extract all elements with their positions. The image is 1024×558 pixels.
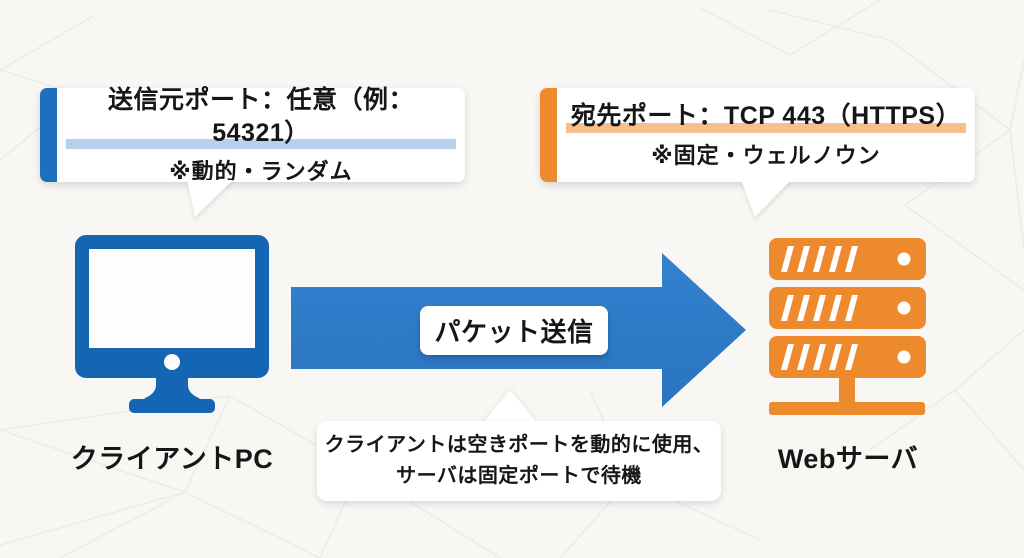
packet-send-label: パケット送信 [420, 306, 608, 355]
web-server-label: Webサーバ [777, 444, 919, 474]
note-text-line2: サーバは固定ポートで待機 [396, 465, 642, 487]
source-port-subtext: ※動的・ランダム [169, 159, 353, 184]
source-port-callout-tail [187, 180, 233, 217]
note-text-line1: クライアントは空きポートを動的に使用、 [324, 434, 714, 456]
dest-port-callout-tail [741, 180, 791, 217]
source-port-text: 送信元ポート：任意（例：54321） [66, 84, 456, 149]
client-pc-label: クライアントPC [70, 444, 274, 474]
note-callout: クライアントは空きポートを動的に使用、 サーバは固定ポートで待機 [317, 421, 721, 501]
source-port-accent-bar [40, 88, 57, 182]
web-server-icon [769, 238, 926, 415]
dest-port-subtext: ※固定・ウェルノウン [651, 142, 881, 168]
note-callout-tail [482, 390, 538, 424]
client-pc-icon [75, 235, 269, 413]
dest-port-text: 宛先ポート：TCP 443（HTTPS） [566, 100, 966, 133]
callout-source-port: 送信元ポート：任意（例：54321） ※動的・ランダム [40, 84, 465, 184]
dest-port-accent-bar [540, 88, 557, 182]
callout-dest-port: 宛先ポート：TCP 443（HTTPS） ※固定・ウェルノウン [540, 88, 975, 182]
